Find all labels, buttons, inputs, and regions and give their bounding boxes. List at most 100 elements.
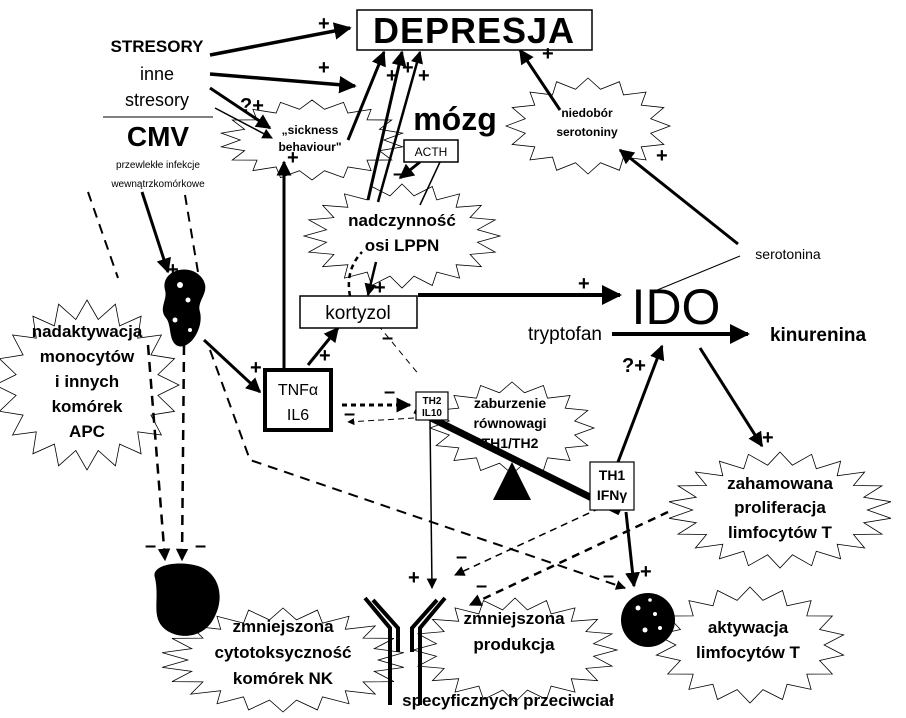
dashed-cmv-right bbox=[184, 194, 199, 273]
th-balance-scale bbox=[413, 406, 622, 516]
lymphocyte-icon bbox=[621, 593, 675, 647]
sign-minus: – bbox=[384, 381, 395, 403]
th2-label: TH2 bbox=[423, 396, 442, 407]
niedobor-label-1: niedobór bbox=[561, 106, 613, 120]
arrow-nadcz-kortyzol bbox=[364, 261, 378, 297]
star-nk bbox=[162, 607, 404, 713]
star-przeciwciala bbox=[411, 597, 619, 703]
arrow-cmv-sickness bbox=[214, 107, 273, 139]
zab-label-2: równowagi bbox=[473, 415, 546, 431]
dashed-monocyte-nk-right bbox=[175, 344, 189, 562]
inne-label: inne bbox=[140, 64, 174, 84]
przewlekle-label: przewlekłe infekcje bbox=[116, 160, 200, 171]
arrow-cmv-monocyte bbox=[140, 191, 171, 274]
th1-label: TH1 bbox=[599, 467, 626, 483]
sign-plus: + bbox=[418, 65, 430, 87]
sign-plus: + bbox=[656, 145, 668, 167]
th2-box bbox=[415, 391, 449, 421]
sign-minus: – bbox=[476, 575, 487, 597]
arrow-stresory-sickness bbox=[209, 86, 272, 130]
dashed-th2-tnf bbox=[347, 417, 415, 426]
sign-plus: + bbox=[402, 57, 414, 79]
zah-label-2: proliferacja bbox=[734, 498, 826, 517]
serotonina-label: serotonina bbox=[755, 246, 821, 262]
starburst-backgrounds bbox=[0, 77, 892, 713]
line-zaburzenie-antibody bbox=[426, 419, 438, 590]
arrow-inne-depresja bbox=[209, 72, 357, 94]
sign-minus: – bbox=[603, 565, 614, 587]
sign-plus: + bbox=[542, 43, 554, 65]
tnf-label: TNFα bbox=[278, 382, 318, 399]
arrow-th1-aktywacja bbox=[624, 511, 641, 588]
sickness-label-1: „sickness bbox=[282, 123, 339, 137]
il6-label: IL6 bbox=[287, 407, 309, 424]
sign-plus: + bbox=[167, 259, 179, 281]
acth-label: ACTH bbox=[415, 145, 448, 159]
arrow-acth-depresja bbox=[376, 50, 423, 203]
sign-qplus: ?+ bbox=[240, 95, 264, 117]
th1-box bbox=[589, 461, 635, 511]
sign-plus: + bbox=[374, 277, 386, 299]
dashed-monocyte-aktywacja bbox=[209, 349, 626, 590]
signs: + + + + + + ?+ + – + + + – + + + ?+ – – … bbox=[145, 13, 774, 597]
sign-plus: + bbox=[287, 147, 299, 169]
acth-box bbox=[403, 139, 459, 163]
zah-label-1: zahamowana bbox=[727, 474, 833, 493]
sign-plus: + bbox=[318, 13, 330, 35]
depresja-label: DEPRESJA bbox=[373, 10, 575, 51]
cmv-label: CMV bbox=[127, 121, 190, 152]
arrow-serotonina-niedobor bbox=[618, 148, 739, 246]
sign-minus: – bbox=[382, 327, 393, 349]
nk-label-1: zmniejszona bbox=[232, 617, 334, 636]
sign-plus: + bbox=[319, 345, 331, 367]
ab-label-1: zmniejszona bbox=[463, 609, 565, 628]
line-acth-nadcz bbox=[419, 161, 441, 206]
nadakt-label-5: APC bbox=[69, 422, 105, 441]
kinurenina-label: kinurenina bbox=[770, 325, 867, 346]
nk-label-2: cytotoksyczność bbox=[215, 643, 352, 662]
dashed-cmv-left bbox=[87, 191, 119, 279]
nk-label-3: komórek NK bbox=[233, 669, 334, 688]
ab-label-3: specyficznych przeciwciał bbox=[402, 691, 614, 710]
nk-cell-icon bbox=[154, 563, 220, 636]
arrow-sickness-depresja bbox=[346, 50, 386, 141]
mozg-label: mózg bbox=[413, 101, 497, 137]
sign-minus: – bbox=[456, 546, 467, 568]
akt-label-1: aktywacja bbox=[708, 618, 789, 637]
arrow-ido-zahamowana bbox=[698, 347, 764, 448]
nadcz-label-1: nadczynność bbox=[348, 211, 456, 230]
sign-plus: + bbox=[578, 273, 590, 295]
sign-minus: – bbox=[393, 163, 404, 185]
depresja-box bbox=[356, 9, 593, 51]
tryptofan-label: tryptofan bbox=[528, 324, 602, 345]
star-nadczynnosc bbox=[302, 183, 502, 289]
dashed-zahamowana-antibody bbox=[468, 510, 669, 607]
dashed-monocyte-nk-left bbox=[146, 344, 171, 562]
dashed-th1-antibody bbox=[454, 507, 601, 576]
arrow-th1-ido bbox=[616, 344, 665, 463]
labels: DEPRESJA STRESORY inne stresory CMV prze… bbox=[32, 10, 867, 710]
sign-plus: + bbox=[640, 561, 652, 583]
zah-label-3: limfocytów T bbox=[728, 523, 833, 542]
arrow-acth-kortyzol-minus bbox=[398, 160, 421, 180]
kortyzol-box bbox=[299, 295, 418, 329]
ifn-label: IFNγ bbox=[597, 487, 628, 503]
niedobor-label-2: serotoniny bbox=[556, 125, 618, 139]
nadakt-label-1: nadaktywacja bbox=[32, 322, 143, 341]
star-zahamowana bbox=[668, 451, 892, 569]
monocyte-icon bbox=[162, 269, 206, 347]
stresory-label: STRESORY bbox=[111, 37, 205, 56]
sign-minus: – bbox=[344, 403, 355, 425]
nadakt-label-4: komórek bbox=[52, 397, 123, 416]
arrow-nadcz-depresja bbox=[366, 50, 407, 201]
sign-plus: + bbox=[408, 567, 420, 589]
nadakt-label-3: i innych bbox=[55, 372, 119, 391]
antibody-icon bbox=[363, 596, 447, 705]
ab-label-2: produkcja bbox=[473, 635, 555, 654]
dashed-kortyzol-th bbox=[377, 324, 421, 377]
il10-label: IL10 bbox=[422, 408, 442, 419]
tnf-box bbox=[263, 368, 333, 432]
star-nadaktywacja bbox=[0, 299, 180, 471]
sickness-label-2: behaviour" bbox=[278, 140, 341, 154]
